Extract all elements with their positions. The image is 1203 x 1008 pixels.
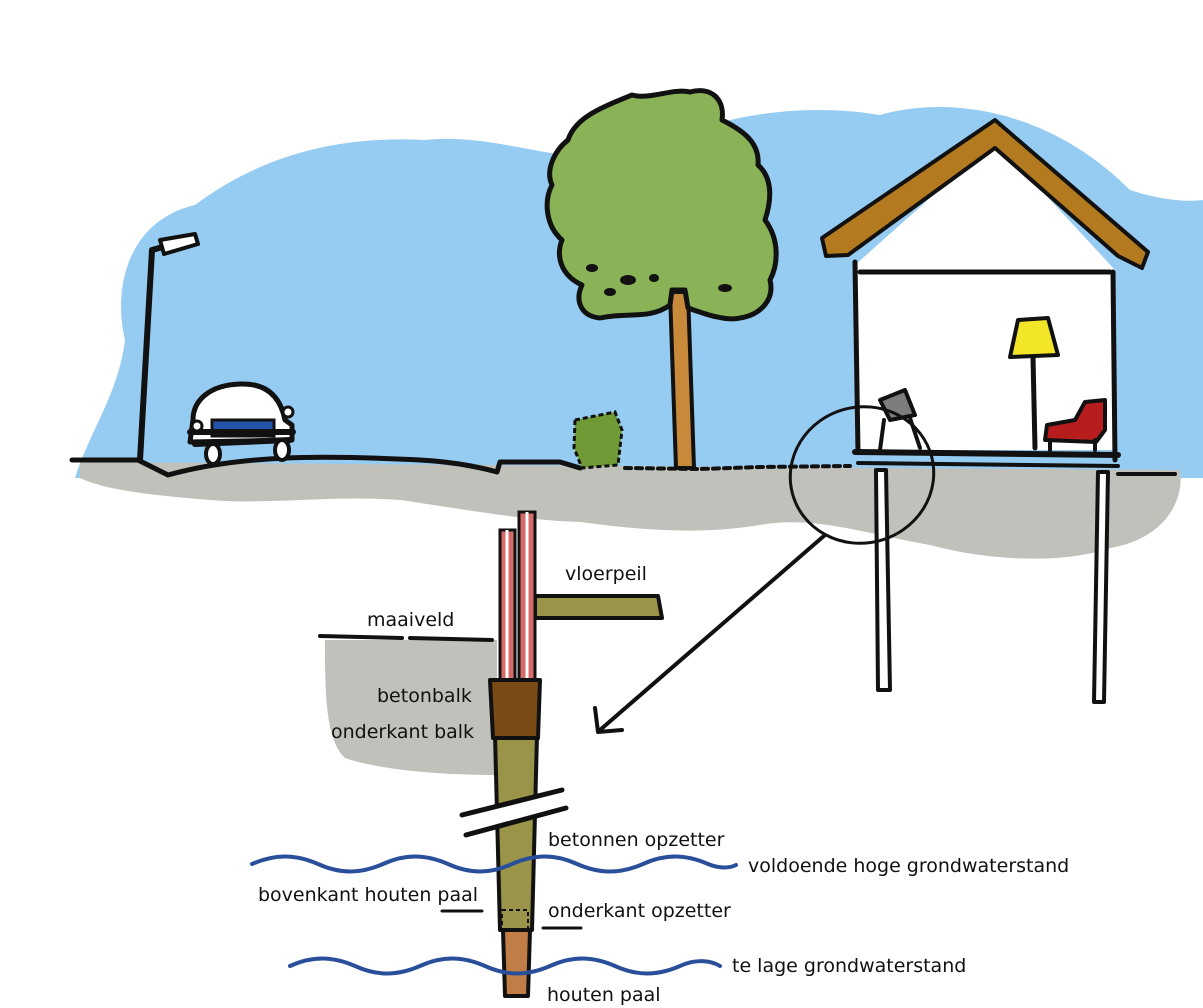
pile-joint <box>501 909 529 931</box>
water-level-low <box>288 956 722 976</box>
wall-pipes <box>498 510 537 684</box>
label-vloerpeil: vloerpeil <box>565 563 647 585</box>
floor-lamp-icon <box>1008 316 1060 451</box>
label-houten-paal: houten paal <box>547 984 661 1006</box>
break-marks <box>459 787 569 838</box>
detail-soil <box>325 640 497 775</box>
floor-slab <box>533 594 664 620</box>
ground-line-dotted <box>623 464 852 471</box>
house-icon <box>820 118 1150 704</box>
shrub-icon <box>572 410 624 470</box>
detail-arrow-icon <box>593 533 827 734</box>
label-betonbalk: betonbalk <box>377 685 472 707</box>
ground-area <box>80 462 1181 559</box>
concrete-beam <box>488 678 542 740</box>
label-onderkant-balk: onderkant balk <box>331 721 474 743</box>
street-lamp-icon <box>137 232 200 463</box>
label-onderkant-opzetter: onderkant opzetter <box>548 900 731 922</box>
roof <box>820 118 1150 270</box>
ground-line <box>69 454 583 478</box>
label-maaiveld: maaiveld <box>367 609 454 631</box>
label-voldoende-grondwaterstand: voldoende hoge grondwaterstand <box>748 855 1069 877</box>
maaiveld-line <box>318 634 494 642</box>
label-bovenkant-houten-paal: bovenkant houten paal <box>258 884 478 906</box>
magnifier-circle-icon <box>788 405 936 545</box>
house-detail-marker <box>878 388 922 452</box>
tree-icon <box>544 88 779 470</box>
water-level-high <box>250 854 738 874</box>
label-betonnen-opzetter: betonnen opzetter <box>548 829 725 851</box>
car-icon <box>187 381 296 466</box>
armchair-icon <box>1043 398 1107 452</box>
wooden-pile <box>501 928 532 998</box>
label-te-lage-grondwaterstand: te lage grondwaterstand <box>732 955 966 977</box>
concrete-extension <box>493 733 539 932</box>
